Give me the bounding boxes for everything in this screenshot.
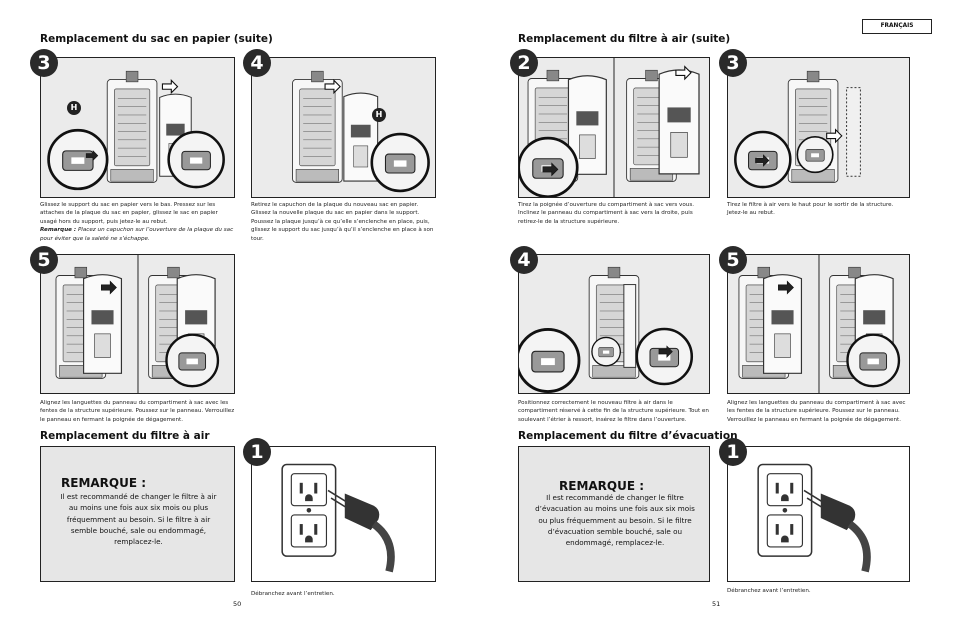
step-3-badge: 3: [30, 49, 58, 77]
note-box-exhaust-filter: REMARQUE : Il est recommandé de changer …: [518, 446, 710, 582]
part-h-label: H: [67, 101, 81, 115]
step-2-badge: 2: [510, 49, 538, 77]
figure-step3-filter-removal: [727, 57, 910, 198]
step-5-badge: 5: [30, 246, 58, 274]
note-text: Il est recommandé de changer le filtre à…: [60, 492, 217, 547]
step5-caption-right: Alignez les languettes du panneau du com…: [727, 400, 906, 423]
vacuum-illustration: [734, 70, 861, 189]
step-4-badge: 4: [510, 246, 538, 274]
vacuum-illustration: [292, 70, 430, 193]
step4-caption: Retirez le capuchon de la plaque du nouv…: [251, 202, 434, 242]
figure-step4-filter-install: [518, 254, 710, 394]
step3-caption-text: Glissez le support du sac en papier vers…: [40, 202, 218, 225]
section-title-air-filter-cont: Remplacement du filtre à air (suite): [518, 33, 731, 45]
step-5-badge: 5: [719, 246, 747, 274]
step-3-badge: 3: [719, 49, 747, 77]
step-1-badge: 1: [719, 438, 747, 466]
section-title-air-filter: Remplacement du filtre à air: [40, 430, 210, 442]
section-title-bag-replacement: Remplacement du sac en papier (suite): [40, 33, 273, 45]
figure-step1-unplug: [251, 446, 436, 582]
step3-caption: Glissez le support du sac en papier vers…: [40, 201, 235, 243]
language-tab: FRANÇAIS: [862, 19, 932, 34]
figure-step5-panel-close: [727, 254, 910, 394]
vacuum-illustration: [55, 255, 220, 393]
section-title-exhaust-filter: Remplacement du filtre d’évacuation: [518, 430, 738, 442]
outlet-plug-illustration: [252, 447, 435, 581]
part-h-label: H: [372, 108, 386, 122]
figure-step4-bag-install: [251, 57, 436, 198]
page-number-left: 50: [233, 600, 242, 608]
step4-caption-right: Positionnez correctement le nouveau filt…: [518, 400, 709, 423]
step2-caption: Tirez la poignée d’ouverture du comparti…: [518, 202, 695, 225]
figure-step2-panel-open: [518, 57, 710, 198]
figure-step5-panel-close: [40, 254, 235, 394]
note-box-air-filter: REMARQUE : Il est recommandé de changer …: [40, 446, 235, 582]
step-4-badge: 4: [243, 49, 271, 77]
step-1-badge: 1: [243, 438, 271, 466]
step3-remark-label: Remarque :: [40, 227, 77, 234]
note-title: REMARQUE :: [61, 476, 147, 490]
outlet-plug-illustration: [728, 447, 909, 581]
vacuum-illustration: [47, 70, 225, 191]
step1-caption-right: Débranchez avant l’entretien.: [727, 588, 811, 594]
note-text: Il est recommandé de changer le filtre d…: [535, 493, 695, 548]
note-title: REMARQUE :: [559, 479, 645, 493]
vacuum-illustration: [519, 266, 694, 393]
vacuum-illustration: [738, 255, 901, 393]
step1-caption: Débranchez avant l’entretien.: [251, 591, 335, 597]
figure-step3-bag-removal: [40, 57, 235, 198]
vacuum-illustration: [519, 58, 700, 197]
page-number-right: 51: [712, 600, 721, 608]
figure-step1-unplug: [727, 446, 910, 582]
step3-remark-text: Placez un capuchon sur l’ouverture de la…: [40, 227, 234, 242]
step5-caption: Alignez les languettes du panneau du com…: [40, 400, 235, 423]
step3-caption-right: Tirez le filtre à air vers le haut pour …: [727, 202, 894, 217]
